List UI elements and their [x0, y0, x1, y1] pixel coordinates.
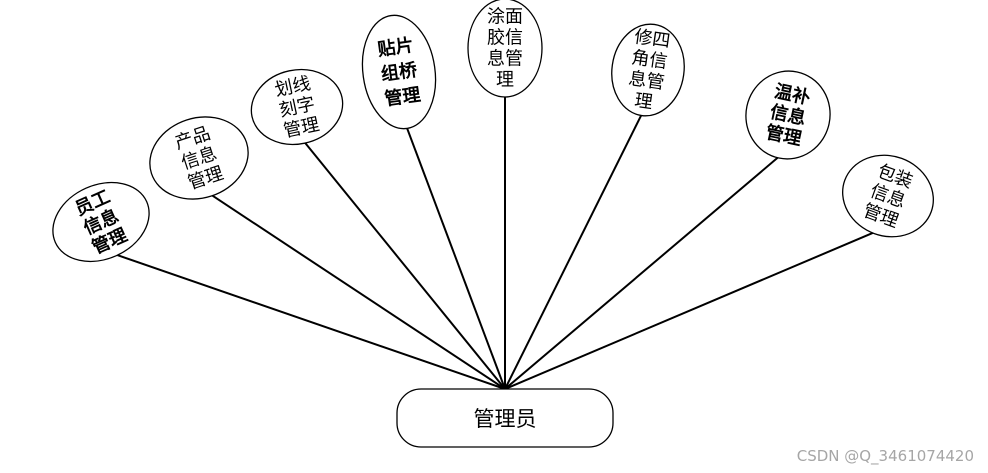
root-node: 管理员: [396, 388, 614, 448]
node-label-line: 涂面: [487, 7, 523, 28]
connector-package: [504, 230, 877, 390]
watermark: CSDN @Q_3461074420: [796, 447, 974, 465]
connector-trim: [504, 112, 644, 390]
connector-engrave: [303, 140, 506, 390]
root-node-box: [396, 388, 614, 448]
node-ellipse-glue: [467, 0, 543, 98]
node-ellipse-package: [842, 154, 934, 238]
connector-staff: [114, 253, 506, 390]
connector-bridge: [405, 125, 506, 390]
node-label-line: 息管: [487, 49, 523, 70]
connector-lines: [114, 94, 877, 390]
node-ellipse-product: [149, 116, 249, 200]
node-label-line: 修四: [633, 26, 672, 52]
node-ellipse-touchup: [745, 70, 831, 160]
node-label-line: 组桥: [380, 58, 420, 85]
connector-product: [209, 193, 506, 390]
node-label-line: 角信: [630, 47, 669, 73]
node-label-line: 息管: [627, 68, 666, 94]
node-label-line: 理: [633, 90, 654, 113]
node-ellipse-bridge: [361, 14, 437, 130]
node-label-line: 理: [496, 70, 514, 91]
node-label-line: 管理: [383, 83, 422, 110]
root-node-label: 管理员: [474, 407, 537, 431]
node-ellipse-staff: [52, 181, 150, 263]
connector-touchup: [504, 155, 781, 390]
node-ellipse-engrave: [250, 68, 344, 146]
node-label-line: 贴片: [376, 34, 415, 61]
node-label-line: 胶信: [487, 28, 523, 49]
node-ellipse-trim: [611, 23, 685, 117]
function-nodes: 员工信息管理产品信息管理划线刻字管理贴片组桥管理涂面胶信息管理修四角信息管理温补…: [52, 0, 934, 263]
